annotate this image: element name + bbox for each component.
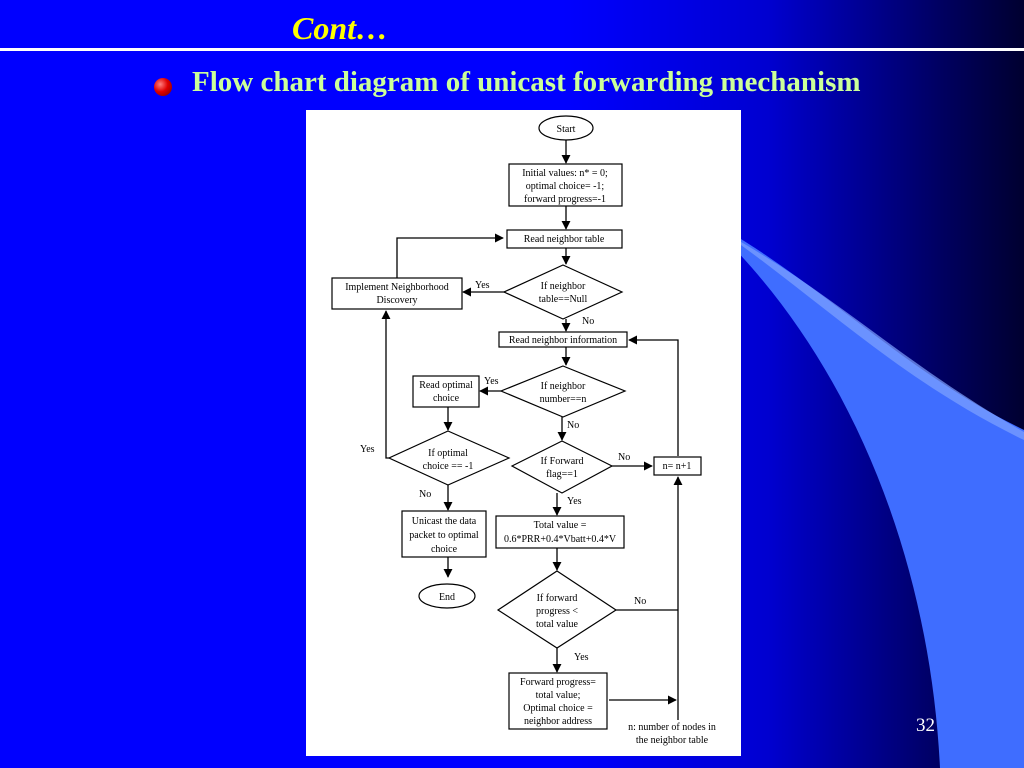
- svg-text:If neighbor: If neighbor: [541, 281, 586, 292]
- svg-text:Forward progress=: Forward progress=: [520, 677, 596, 688]
- svg-text:choice: choice: [431, 544, 458, 555]
- title-divider: [0, 48, 1024, 51]
- svg-text:Read neighbor table: Read neighbor table: [524, 234, 605, 245]
- node-end: End: [418, 583, 476, 609]
- svg-text:table==Null: table==Null: [539, 294, 588, 305]
- bullet-icon: [154, 78, 172, 96]
- svg-text:If optimal: If optimal: [428, 448, 468, 459]
- flowchart-note: n: number of nodes in the neighbor table: [628, 722, 716, 746]
- svg-text:Implement Neighborhood: Implement Neighborhood: [345, 282, 449, 293]
- svg-text:optimal choice= -1;: optimal choice= -1;: [526, 181, 605, 192]
- edge-labels: Yes No Yes No Yes No No Yes No Yes: [360, 280, 646, 663]
- node-update-progress: Forward progress= total value; Optimal c…: [508, 672, 608, 730]
- decision-optimal-choice: If optimal choice == -1: [387, 430, 511, 486]
- svg-text:If forward: If forward: [537, 593, 578, 604]
- svg-text:No: No: [582, 316, 594, 327]
- node-unicast-packet: Unicast the data packet to optimal choic…: [401, 510, 487, 558]
- slide-title: Cont…: [292, 10, 389, 46]
- svg-text:If neighbor: If neighbor: [541, 381, 586, 392]
- flowchart-diagram: Start Initial values: n* = 0; optimal ch…: [331, 115, 716, 746]
- svg-text:Start: Start: [557, 124, 576, 135]
- svg-text:progress <: progress <: [536, 606, 578, 617]
- node-n-increment: n= n+1: [653, 456, 702, 476]
- flowchart-panel: Start Initial values: n* = 0; optimal ch…: [306, 110, 741, 756]
- page-number: 32: [916, 715, 935, 736]
- node-implement-discovery: Implement Neighborhood Discovery: [331, 277, 463, 310]
- flow-edges: [381, 140, 683, 720]
- svg-text:Yes: Yes: [360, 444, 375, 455]
- svg-text:Yes: Yes: [567, 496, 582, 507]
- svg-text:If Forward: If Forward: [540, 456, 583, 467]
- svg-text:No: No: [634, 596, 646, 607]
- svg-text:choice: choice: [433, 393, 460, 404]
- svg-text:Total value =: Total value =: [534, 520, 587, 531]
- svg-text:choice == -1: choice == -1: [423, 461, 474, 472]
- svg-text:End: End: [439, 592, 455, 603]
- node-read-neighbor-table: Read neighbor table: [506, 229, 623, 249]
- svg-text:Initial values: n* = 0;: Initial values: n* = 0;: [522, 168, 608, 179]
- node-read-neighbor-info: Read neighbor information: [498, 331, 628, 348]
- svg-text:n= n+1: n= n+1: [663, 461, 692, 472]
- svg-text:Yes: Yes: [475, 280, 490, 291]
- svg-text:n: number of nodes in: n: number of nodes in: [628, 722, 716, 733]
- decision-forward-progress: If forward progress < total value: [496, 570, 618, 649]
- svg-text:0.6*PRR+0.4*Vbatt+0.4*V: 0.6*PRR+0.4*Vbatt+0.4*V: [504, 534, 617, 545]
- svg-text:packet to optimal: packet to optimal: [409, 530, 479, 541]
- svg-text:Read neighbor information: Read neighbor information: [509, 335, 617, 346]
- node-read-optimal-choice: Read optimal choice: [412, 375, 480, 408]
- svg-text:forward progress=-1: forward progress=-1: [524, 194, 606, 205]
- node-total-value: Total value = 0.6*PRR+0.4*Vbatt+0.4*V: [495, 515, 625, 549]
- svg-text:total value: total value: [536, 619, 578, 630]
- decision-forward-flag: If Forward flag==1: [510, 440, 614, 494]
- svg-text:Discovery: Discovery: [376, 295, 417, 306]
- bullet-text: Flow chart diagram of unicast forwarding…: [192, 66, 861, 98]
- svg-text:Unicast the data: Unicast the data: [412, 516, 477, 527]
- svg-text:total value;: total value;: [536, 690, 581, 701]
- svg-text:the neighbor table: the neighbor table: [636, 735, 709, 746]
- svg-text:Read optimal: Read optimal: [419, 380, 473, 391]
- svg-text:Optimal choice =: Optimal choice =: [523, 703, 593, 714]
- svg-text:No: No: [618, 452, 630, 463]
- decision-neighbor-null: If neighbor table==Null: [502, 264, 624, 320]
- svg-text:number==n: number==n: [540, 394, 587, 405]
- node-initial-values: Initial values: n* = 0; optimal choice= …: [508, 163, 623, 207]
- svg-text:flag==1: flag==1: [546, 469, 578, 480]
- svg-text:Yes: Yes: [574, 652, 589, 663]
- svg-text:No: No: [567, 420, 579, 431]
- node-start: Start: [538, 115, 594, 141]
- svg-text:neighbor address: neighbor address: [524, 716, 592, 727]
- svg-text:Yes: Yes: [484, 376, 499, 387]
- svg-text:No: No: [419, 489, 431, 500]
- decision-neighbor-number: If neighbor number==n: [499, 365, 627, 418]
